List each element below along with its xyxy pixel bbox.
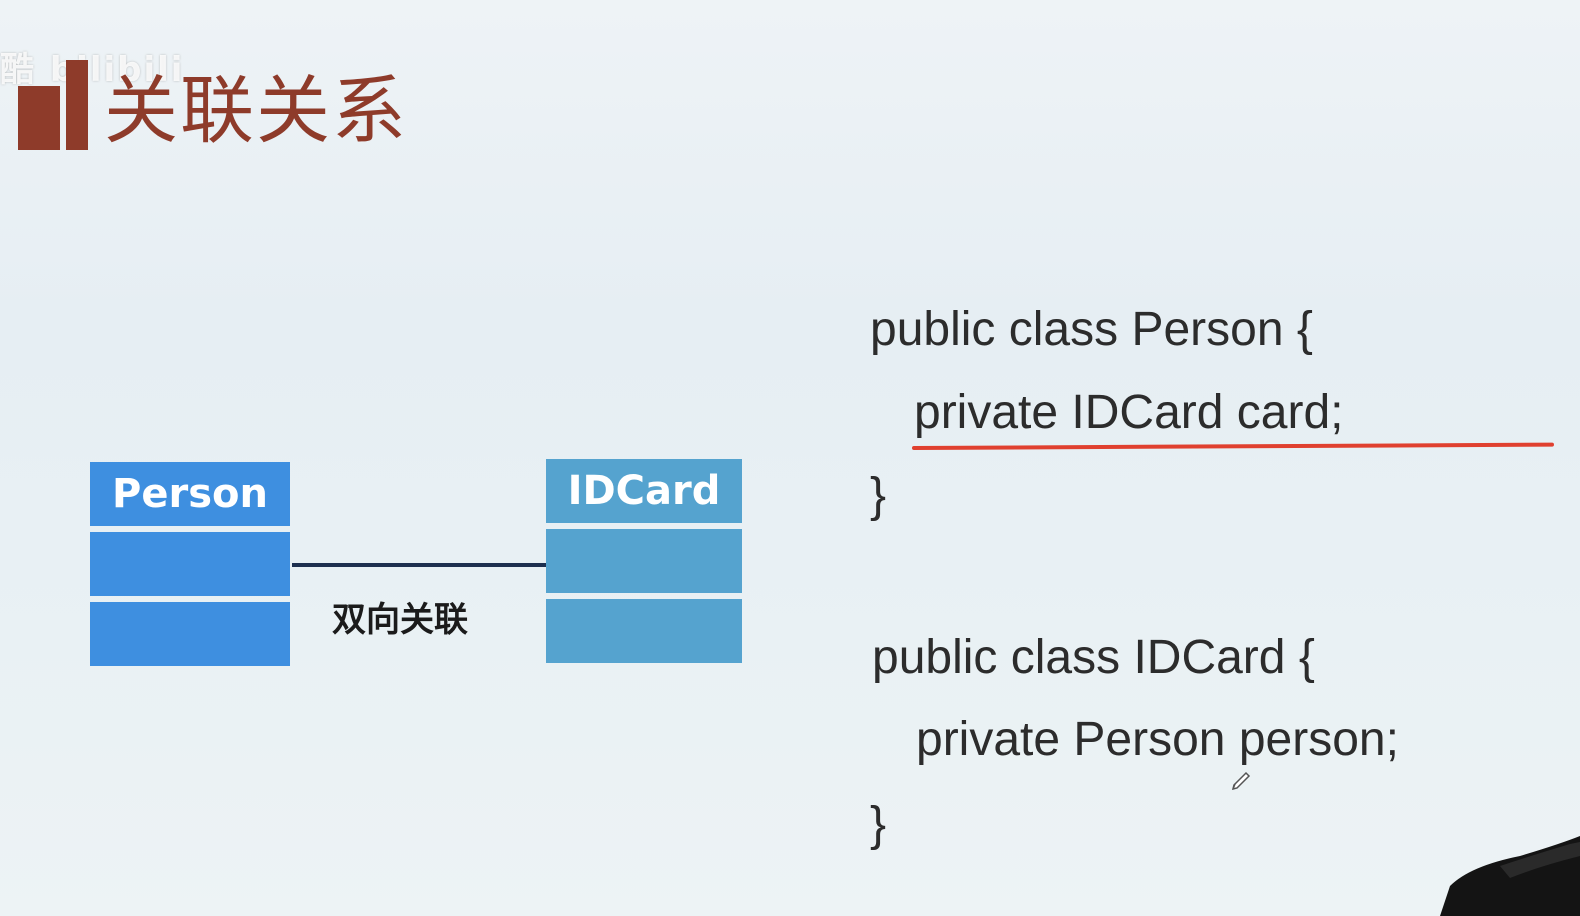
person-attributes-compartment — [90, 532, 290, 596]
title-accent-bar-right — [66, 60, 88, 150]
code-line-person-field: private IDCard card; — [914, 386, 1344, 439]
code-line-idcard-class-decl: public class IDCard { — [872, 631, 1315, 684]
association-label: 双向关联 — [332, 600, 468, 640]
watermark: 酷 bilibili — [0, 50, 185, 90]
idcard-methods-compartment — [546, 599, 742, 663]
idcard-class-box: IDCard — [546, 459, 742, 663]
person-class-name: Person — [90, 462, 290, 526]
presenter-silhouette — [1440, 836, 1580, 916]
person-methods-compartment — [90, 602, 290, 666]
person-class-box: Person — [90, 462, 290, 666]
code-line-idcard-close: } — [870, 798, 887, 851]
highlight-underline — [911, 442, 1555, 450]
idcard-class-name: IDCard — [546, 459, 742, 523]
page-title: 关联关系 — [104, 68, 408, 154]
idcard-attributes-compartment — [546, 529, 742, 593]
title-accent-bar-left — [18, 86, 60, 150]
pen-cursor-icon — [1231, 771, 1251, 791]
code-line-idcard-field: private Person person; — [916, 713, 1399, 766]
association-line — [292, 563, 546, 567]
code-line-person-close: } — [870, 469, 887, 522]
code-line-person-class-decl: public class Person { — [870, 303, 1313, 356]
